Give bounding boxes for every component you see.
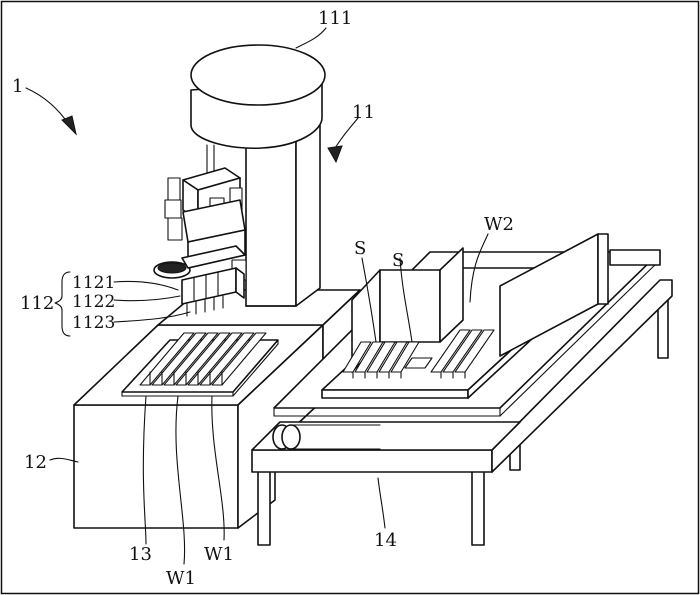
label-112: 112: [20, 293, 54, 314]
label-111: 111: [318, 8, 352, 29]
base-block: [73, 289, 361, 529]
dispensing-head-112: [153, 144, 247, 317]
label-1122: 1122: [72, 292, 115, 312]
label-w1-upper: W1: [204, 544, 234, 565]
head-cylinder-111: [190, 44, 326, 150]
label-s-right: S: [392, 250, 404, 271]
label-14: 14: [374, 530, 397, 551]
label-12: 12: [24, 452, 47, 473]
label-1121: 1121: [72, 273, 115, 293]
label-1: 1: [12, 76, 23, 97]
workpieces-w1: [139, 332, 267, 386]
label-13: 13: [129, 544, 152, 565]
bracket-112: [54, 271, 71, 337]
label-11: 11: [352, 102, 375, 123]
label-s-left: S: [354, 238, 366, 259]
leader-lines: [25, 27, 489, 565]
workpieces-s: [342, 329, 495, 379]
label-1123: 1123: [72, 313, 115, 333]
column-tower: [245, 117, 321, 307]
label-w1-lower: W1: [166, 568, 196, 589]
label-w2: W2: [484, 214, 514, 235]
